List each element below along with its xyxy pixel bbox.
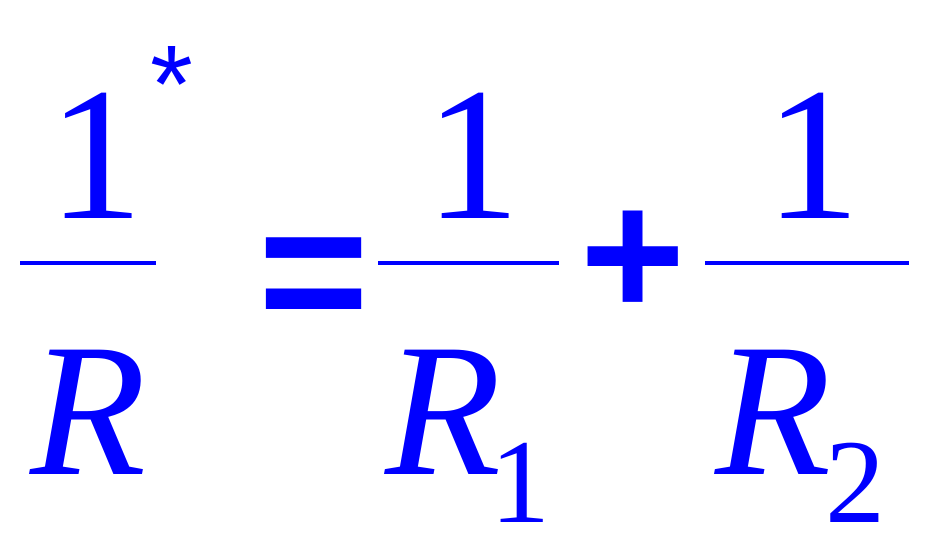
first-fraction-bar bbox=[378, 261, 559, 265]
left-superscript: * bbox=[150, 23, 193, 146]
second-numerator: 1 bbox=[765, 50, 860, 260]
first-subscript: 1 bbox=[490, 415, 550, 548]
left-denominator: R bbox=[30, 306, 147, 516]
second-fraction-bar bbox=[705, 261, 909, 265]
second-denominator: R bbox=[715, 306, 832, 516]
second-subscript: 2 bbox=[825, 415, 885, 548]
equals-sign: = bbox=[258, 165, 369, 377]
first-denominator: R bbox=[385, 306, 502, 516]
left-fraction-bar bbox=[20, 261, 156, 265]
first-numerator: 1 bbox=[425, 50, 520, 260]
left-numerator: 1 bbox=[48, 50, 143, 260]
plus-sign: + bbox=[580, 154, 686, 355]
